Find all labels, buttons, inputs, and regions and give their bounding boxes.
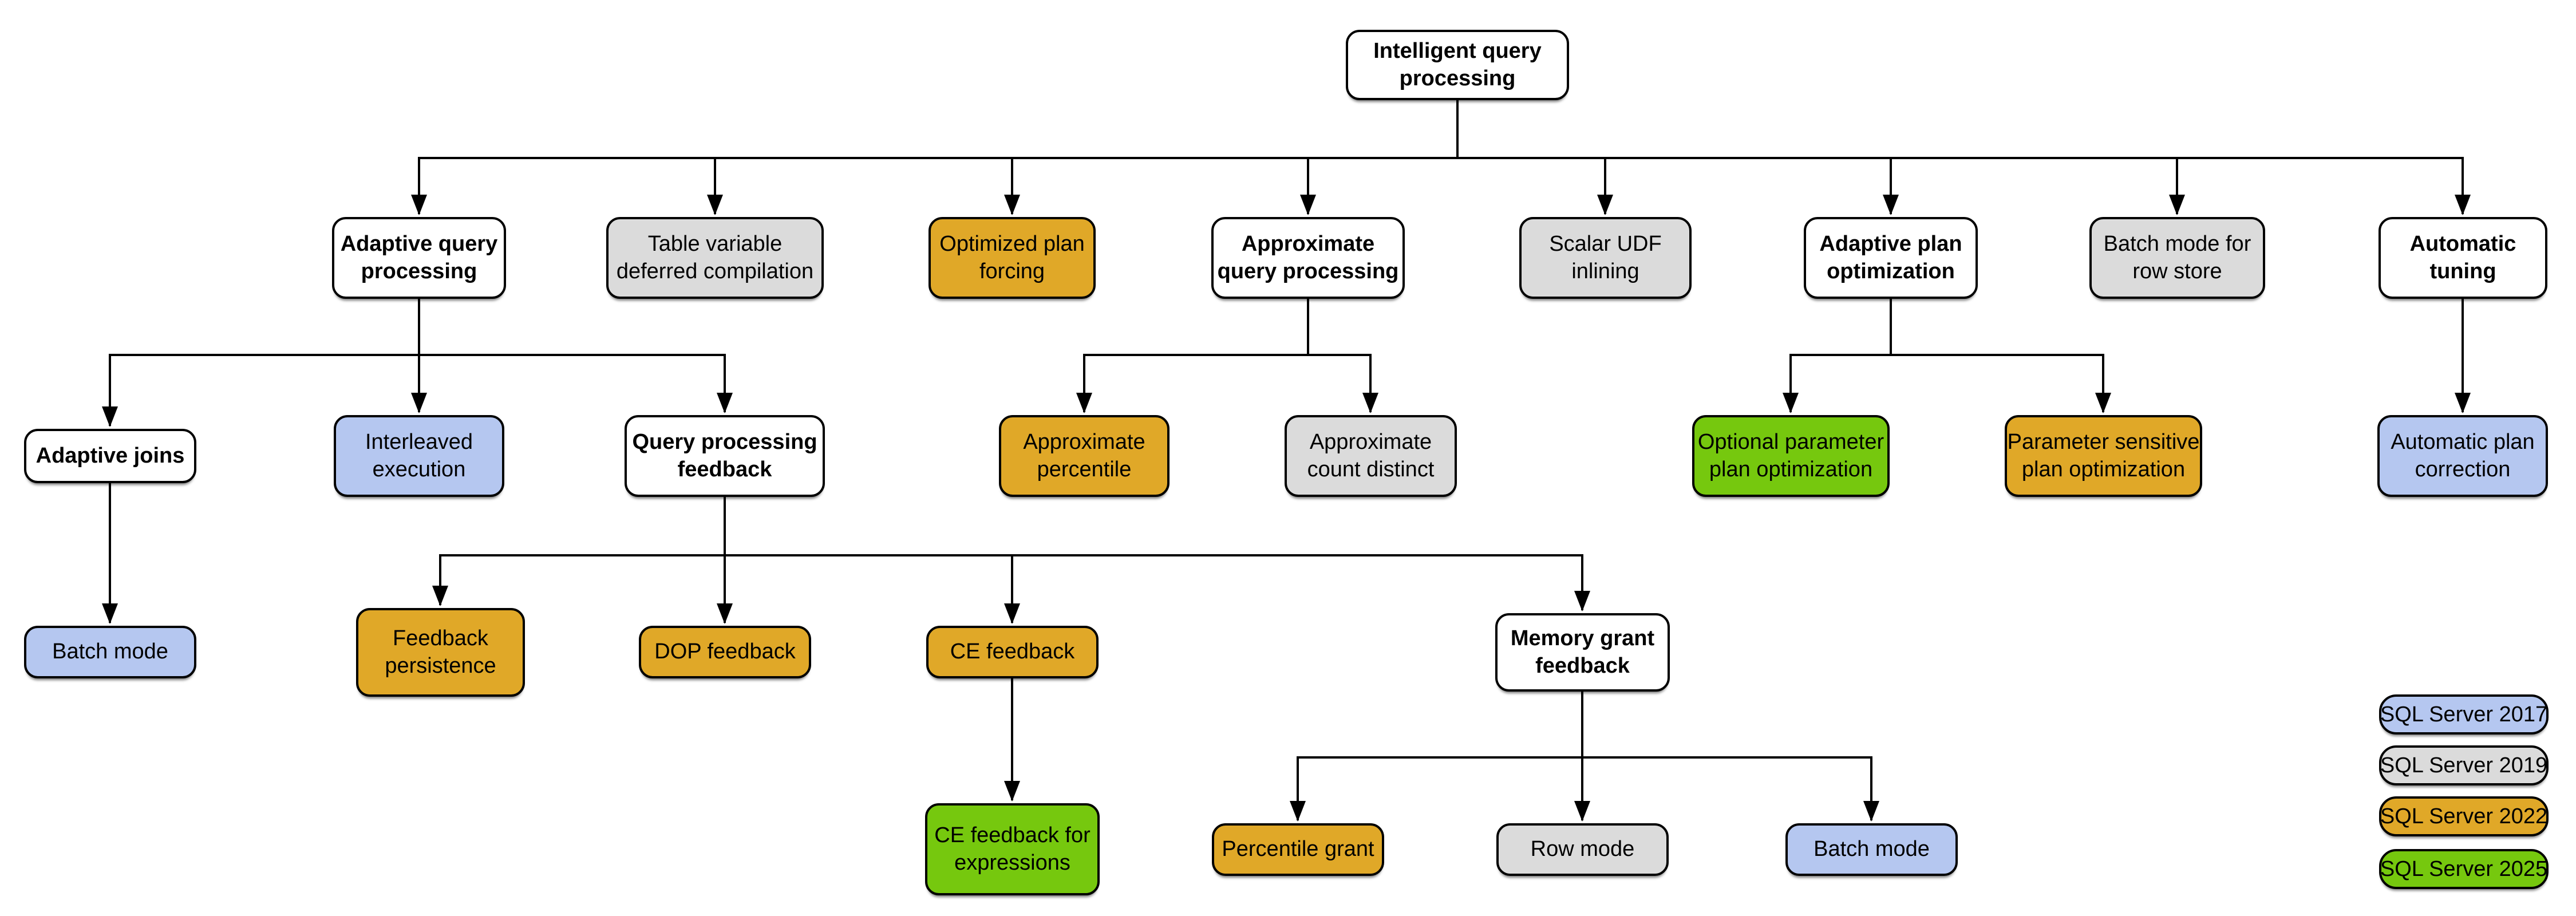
node-label: optimization xyxy=(1827,259,1955,283)
node-label: DOP feedback xyxy=(654,639,796,664)
node-optimized-plan-forcing: Optimized plan forcing xyxy=(929,217,1096,299)
node-label: Adaptive joins xyxy=(35,443,185,468)
node-optional-parameter-plan-optimization: Optional parameter plan optimization xyxy=(1692,415,1890,497)
node-intelligent-query-processing: Intelligent query processing xyxy=(1346,30,1569,100)
node-label: count distinct xyxy=(1307,457,1435,481)
node-label: percentile xyxy=(1037,457,1132,481)
node-label: Percentile grant xyxy=(1222,837,1374,862)
node-label: Automatic xyxy=(2409,232,2516,256)
node-label: Intelligent query xyxy=(1373,39,1542,64)
node-label: Batch mode xyxy=(1814,837,1930,862)
node-label: processing xyxy=(1399,66,1516,90)
node-ce-feedback-for-expressions: CE feedback for expressions xyxy=(925,803,1100,895)
node-label: Row mode xyxy=(1530,837,1635,862)
legend-item-sql-server-2022: SQL Server 2022 xyxy=(2379,796,2549,836)
node-label: Approximate xyxy=(1241,232,1375,256)
node-label: Batch mode xyxy=(52,639,168,664)
node-interleaved-execution: Interleaved execution xyxy=(334,415,504,497)
node-table-variable-deferred-compilation: Table variable deferred compilation xyxy=(606,217,824,299)
node-label: deferred compilation xyxy=(616,259,814,283)
node-label: query processing xyxy=(1217,259,1399,283)
node-label: inlining xyxy=(1571,259,1639,283)
node-label: Approximate xyxy=(1309,430,1432,455)
node-label: Query processing xyxy=(632,430,817,455)
node-label: CE feedback for xyxy=(934,823,1091,848)
node-label: row store xyxy=(2132,259,2222,283)
node-label: Interleaved xyxy=(365,430,473,455)
node-label: processing xyxy=(361,259,477,283)
node-label: Optimized plan xyxy=(939,232,1085,256)
node-batch-mode-for-row-store: Batch mode for row store xyxy=(2089,217,2265,299)
node-label: Feedback xyxy=(393,626,488,651)
node-dop-feedback: DOP feedback xyxy=(639,626,811,678)
node-label: Automatic plan xyxy=(2391,430,2535,455)
node-row-mode: Row mode xyxy=(1496,823,1669,876)
node-label: Approximate xyxy=(1023,430,1145,455)
node-label: execution xyxy=(372,457,466,481)
node-label: CE feedback xyxy=(950,639,1075,664)
node-percentile-grant: Percentile grant xyxy=(1212,823,1384,876)
node-parameter-sensitive-plan-optimization: Parameter sensitive plan optimization xyxy=(2005,415,2202,497)
node-automatic-plan-correction: Automatic plan correction xyxy=(2377,415,2548,497)
node-label: Parameter sensitive xyxy=(2007,430,2200,455)
legend-item-sql-server-2017: SQL Server 2017 xyxy=(2379,694,2549,735)
node-label: Adaptive query xyxy=(340,232,498,256)
node-memory-grant-feedback: Memory grant feedback xyxy=(1495,613,1670,692)
node-batch-mode-adaptive-joins: Batch mode xyxy=(24,626,196,678)
node-adaptive-plan-optimization: Adaptive plan optimization xyxy=(1804,217,1978,299)
node-ce-feedback: CE feedback xyxy=(926,626,1099,678)
node-adaptive-query-processing: Adaptive query processing xyxy=(332,217,506,299)
legend-item-sql-server-2025: SQL Server 2025 xyxy=(2379,849,2549,889)
node-label: Memory grant xyxy=(1510,626,1655,651)
node-label: Scalar UDF xyxy=(1549,232,1662,256)
node-approximate-query-processing: Approximate query processing xyxy=(1211,217,1405,299)
node-label: feedback xyxy=(677,457,772,481)
node-label: Batch mode for xyxy=(2103,232,2251,256)
node-query-processing-feedback: Query processing feedback xyxy=(625,415,825,497)
node-label: expressions xyxy=(954,850,1070,875)
node-label: Table variable xyxy=(647,232,783,256)
node-approximate-count-distinct: Approximate count distinct xyxy=(1285,415,1457,497)
node-adaptive-joins: Adaptive joins xyxy=(24,429,196,483)
node-approximate-percentile: Approximate percentile xyxy=(999,415,1170,497)
node-label: Adaptive plan xyxy=(1819,232,1962,256)
legend-item-sql-server-2019: SQL Server 2019 xyxy=(2379,745,2549,785)
node-label: feedback xyxy=(1535,653,1630,678)
node-label: plan optimization xyxy=(1709,457,1873,481)
node-label: persistence xyxy=(385,653,496,678)
node-label: correction xyxy=(2415,457,2511,481)
node-batch-mode-memory-grant: Batch mode xyxy=(1785,823,1958,876)
node-label: tuning xyxy=(2429,259,2496,283)
node-feedback-persistence: Feedback persistence xyxy=(356,608,525,697)
node-automatic-tuning: Automatic tuning xyxy=(2379,217,2547,299)
node-label: plan optimization xyxy=(2021,457,2186,481)
node-scalar-udf-inlining: Scalar UDF inlining xyxy=(1519,217,1692,299)
node-label: Optional parameter xyxy=(1697,430,1884,455)
node-label: forcing xyxy=(979,259,1045,283)
